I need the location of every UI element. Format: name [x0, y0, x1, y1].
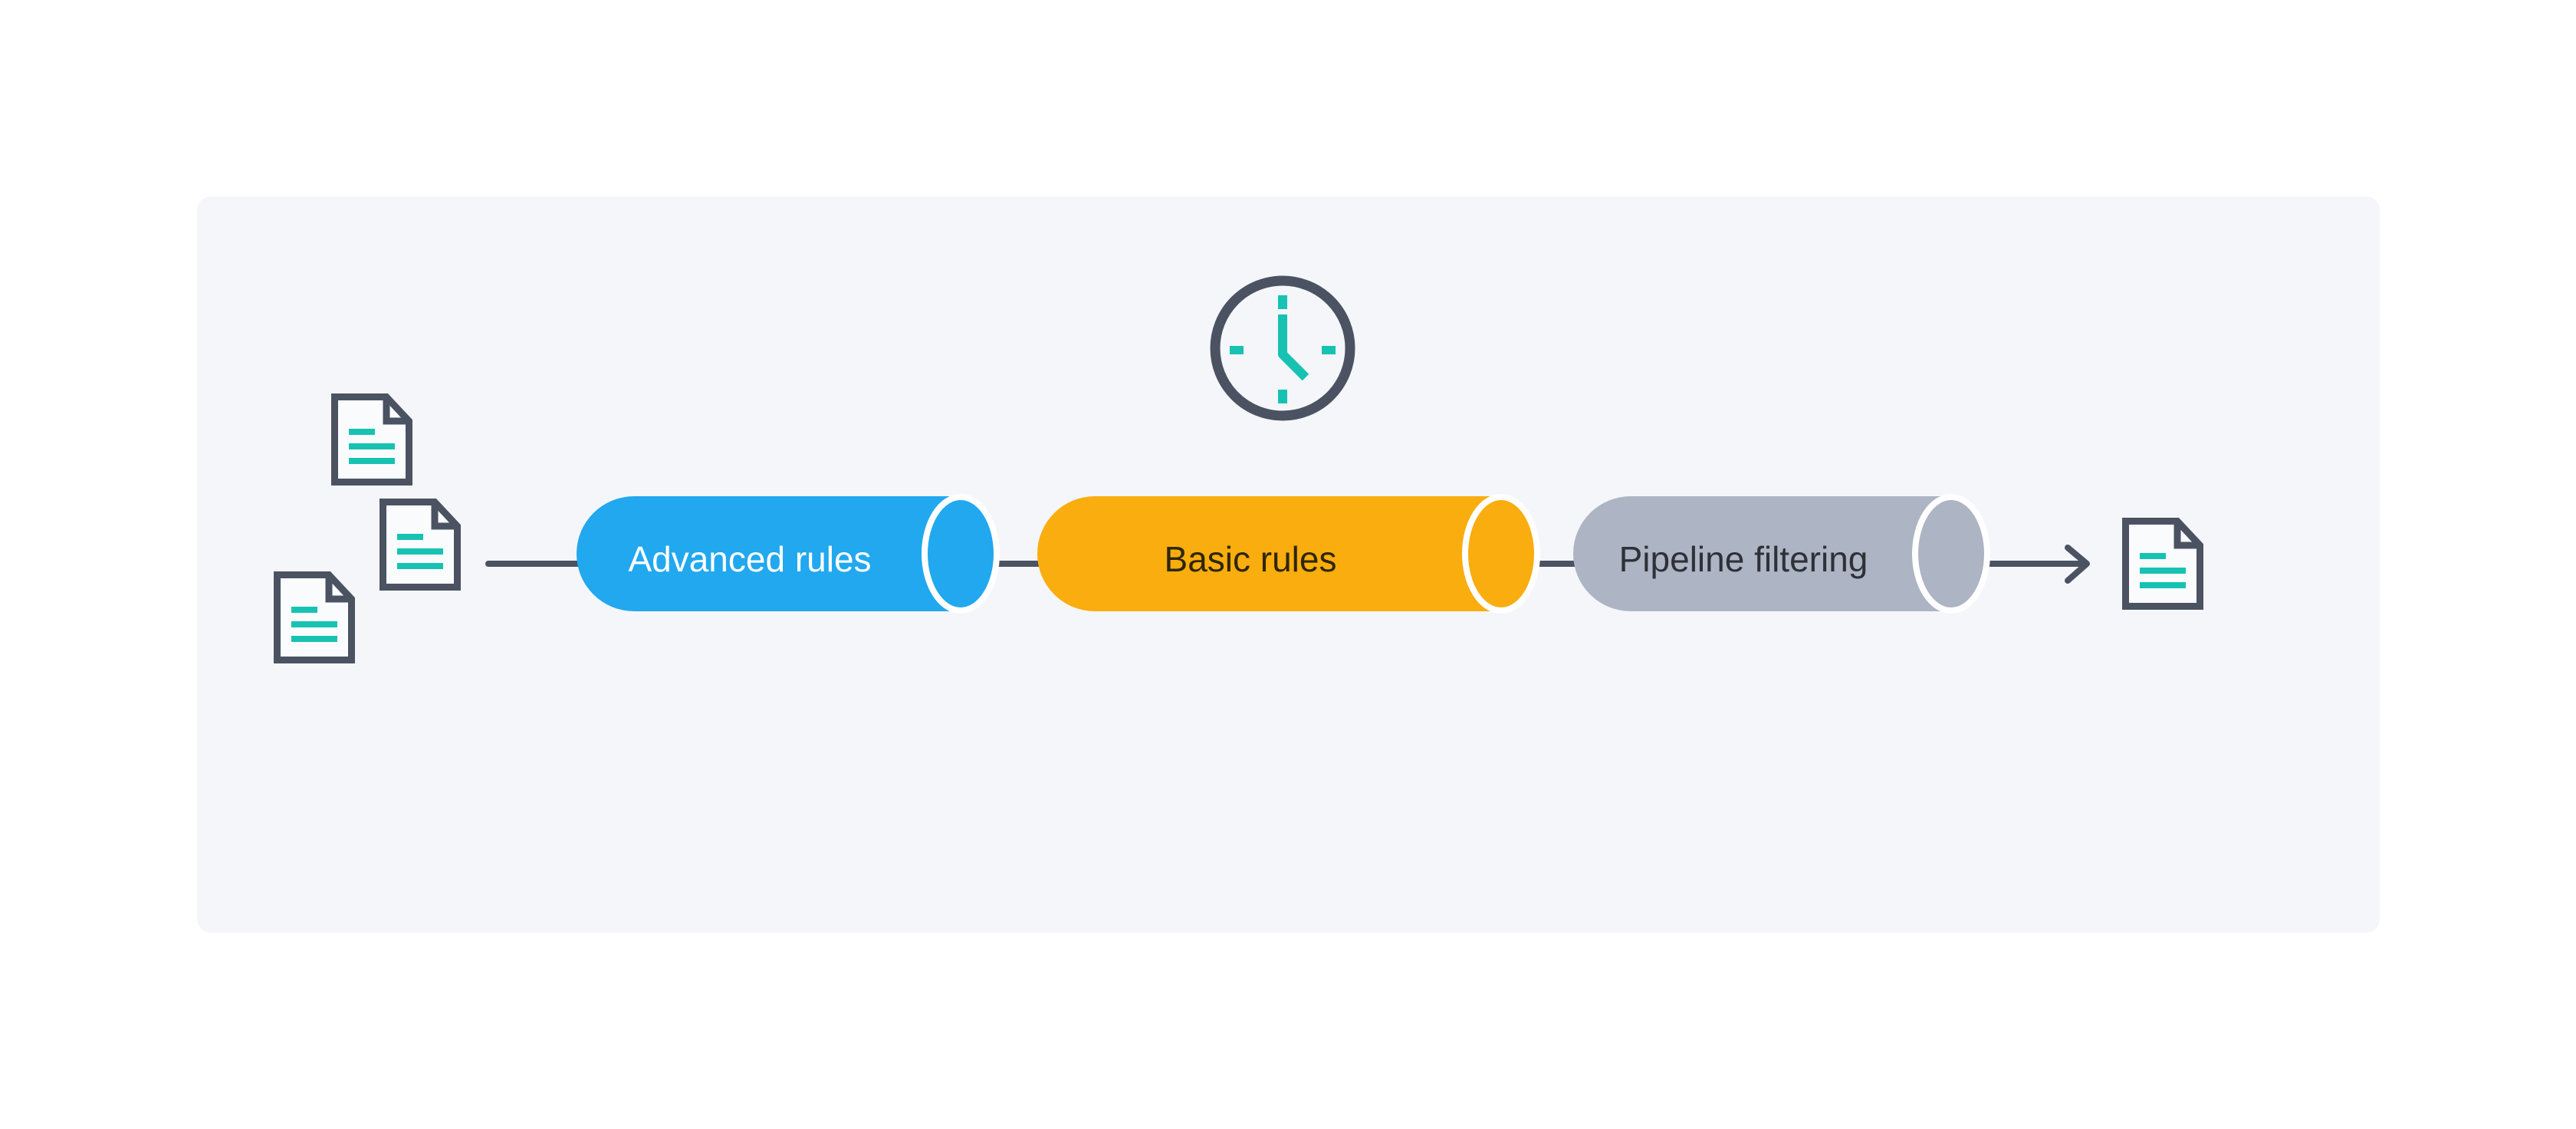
cylinder-end-cap [922, 494, 1000, 614]
stage-basic-rules: Basic rules [1037, 494, 1540, 614]
stage-label: Advanced rules [628, 539, 871, 579]
stage-advanced-rules: Advanced rules [577, 494, 1000, 614]
cylinder-end-cap [1912, 494, 1990, 614]
input-document-icon [278, 575, 352, 660]
output-document-icon [2126, 522, 2200, 607]
cylinder-end-cap [1462, 494, 1540, 614]
clock-tick-6 [1278, 390, 1287, 403]
input-document-icon [383, 502, 458, 588]
clock-tick-12 [1278, 295, 1287, 309]
cylinder-body [577, 496, 961, 611]
flow-arrow-icon [2065, 545, 2090, 584]
cylinder-body [1037, 496, 1501, 611]
stage-label: Basic rules [1165, 539, 1337, 579]
clock-hands [1278, 314, 1309, 381]
clock-tick-9 [1230, 346, 1244, 354]
stage-pipeline-filtering: Pipeline filtering [1573, 494, 1990, 614]
clock-icon [1210, 275, 1355, 421]
stage-label: Pipeline filtering [1619, 539, 1868, 579]
input-document-icon [335, 397, 409, 482]
clock-face [1210, 275, 1355, 421]
cylinder-body [1573, 496, 1951, 611]
clock-tick-3 [1322, 346, 1336, 354]
